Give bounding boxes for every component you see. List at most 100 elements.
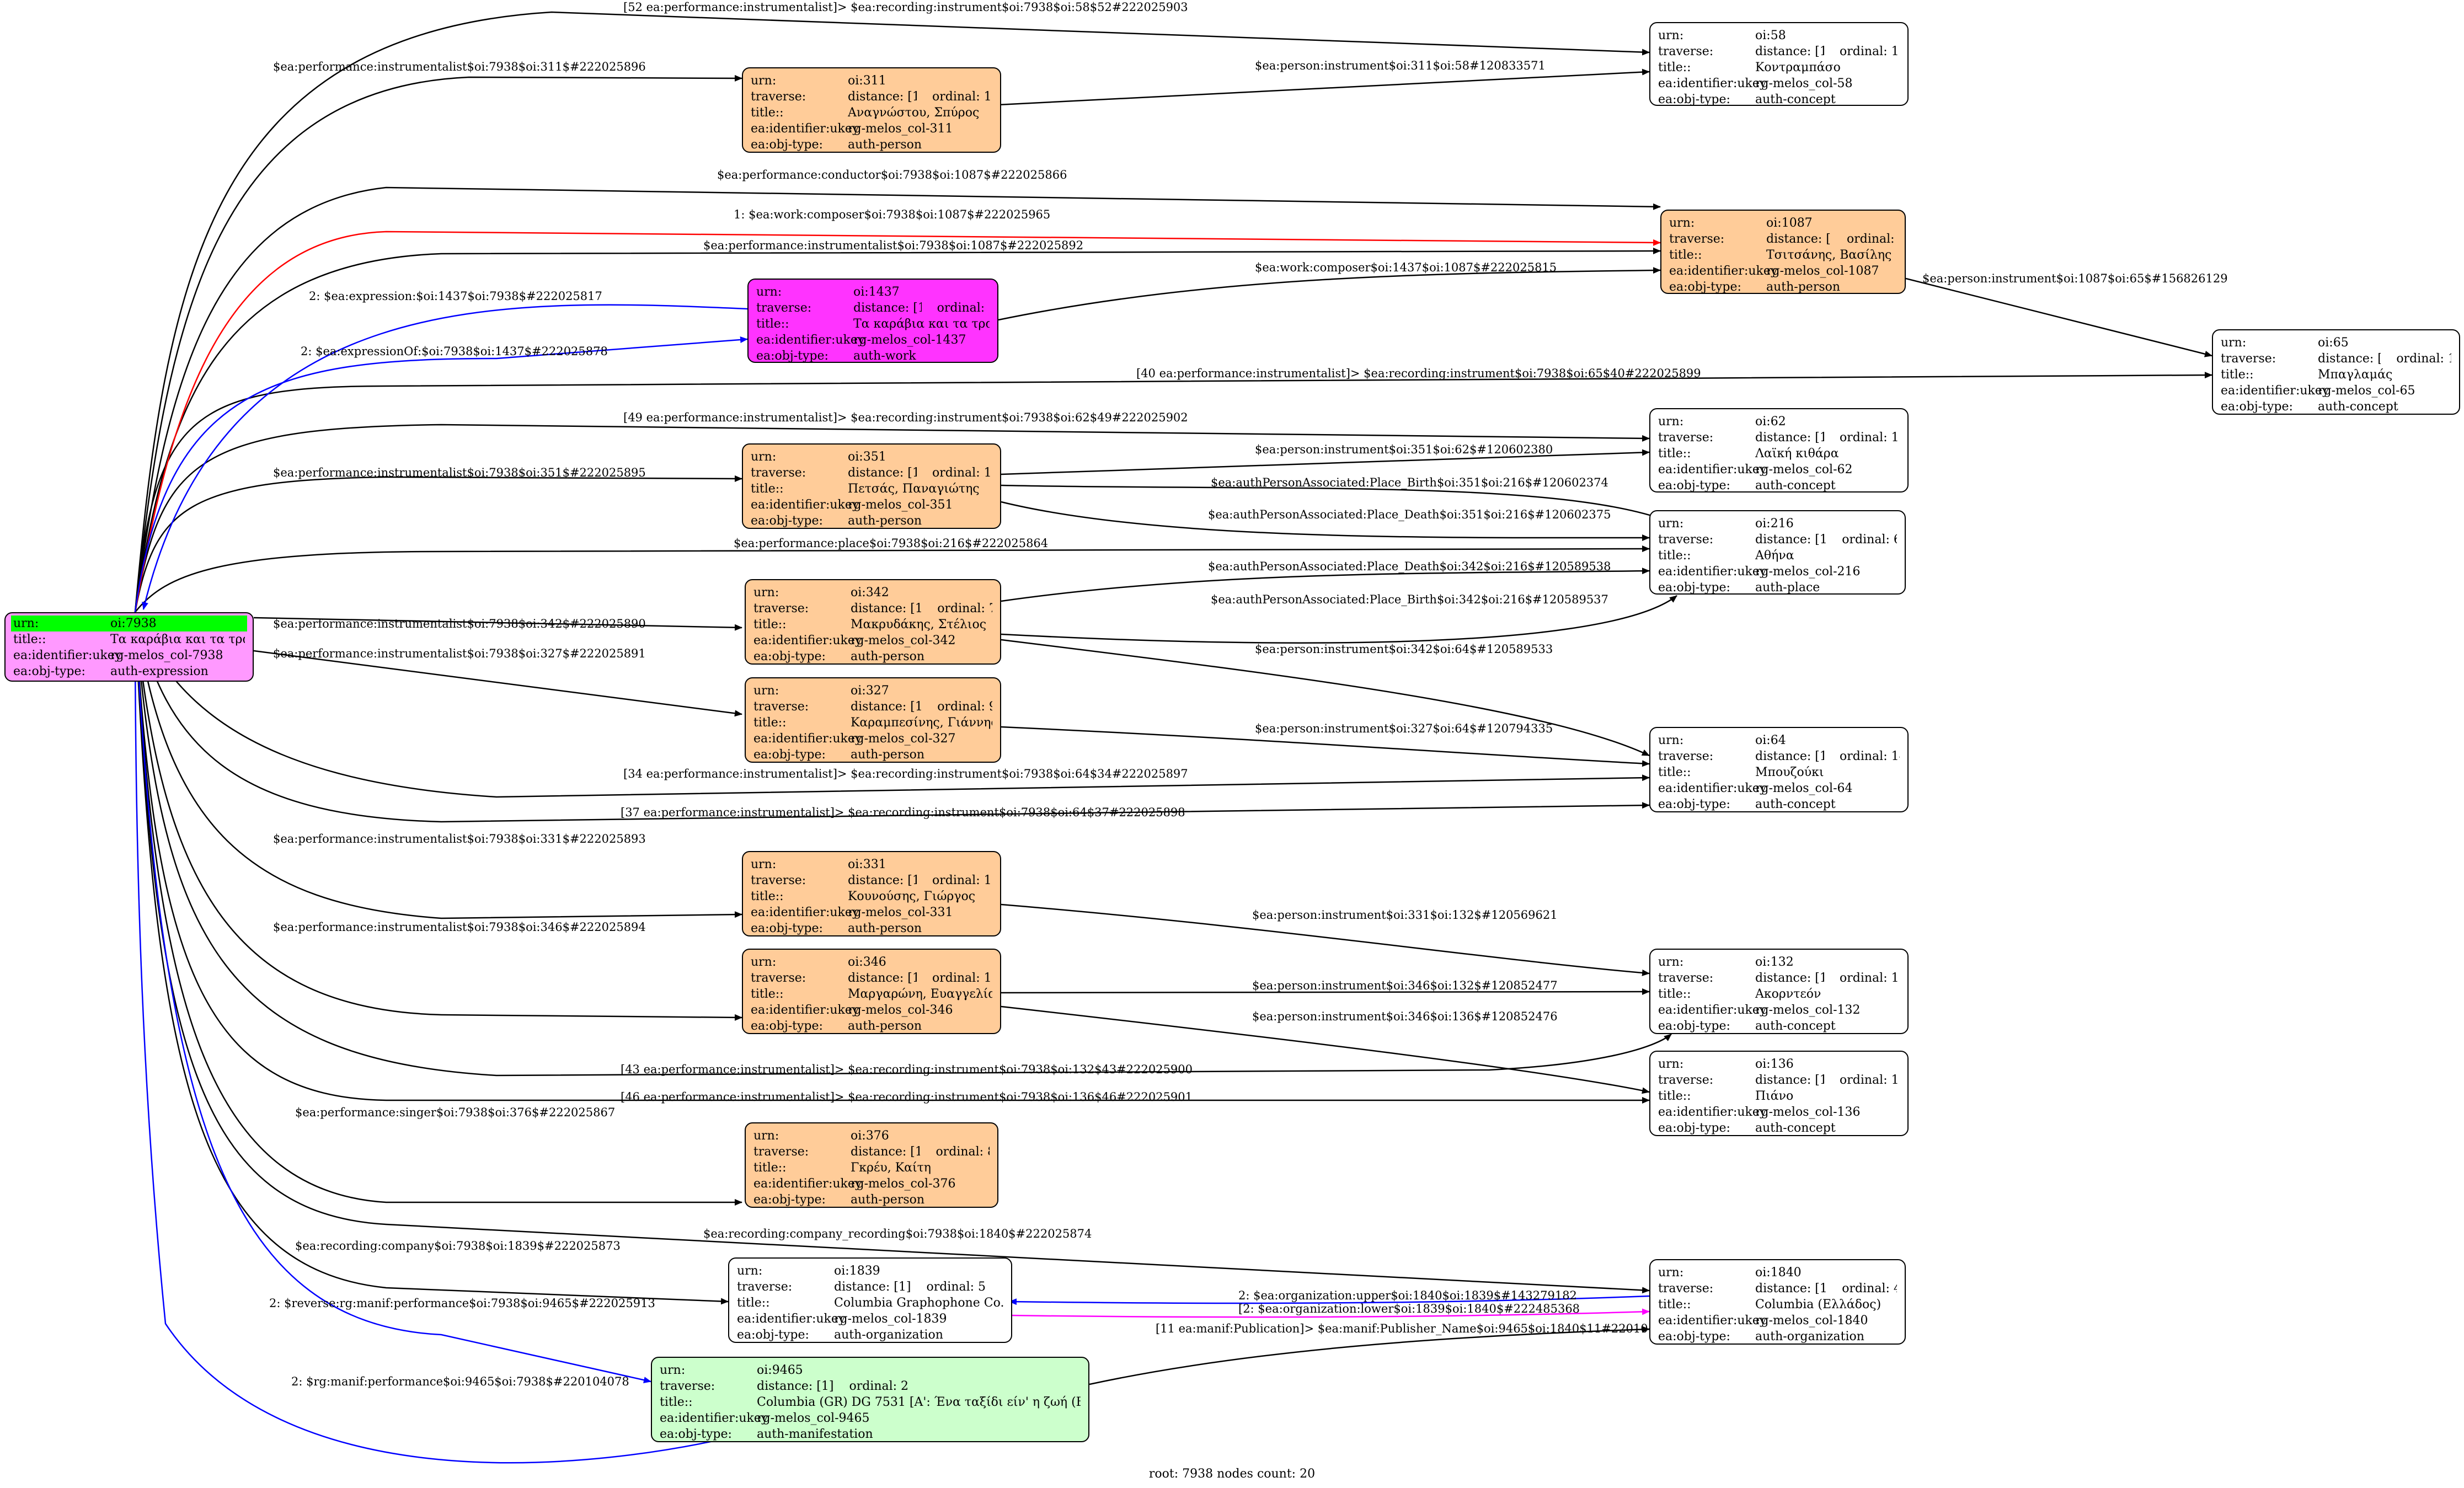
urn-value: oi:376 <box>851 1129 889 1143</box>
distance-value: distance: [1] <box>834 1280 911 1294</box>
edge-line-1437-1087 <box>998 267 1661 321</box>
field-key: title:: <box>1658 1298 1691 1312</box>
field-key: traverse: <box>751 874 806 887</box>
edge-label: 2: $ea:expression:$oi:1437$oi:7938$#2220… <box>309 290 602 303</box>
field-key: ea:identifier:ukey <box>751 122 859 136</box>
field-key: ea:obj-type: <box>1658 1121 1730 1135</box>
title-value: Αθήνα <box>1755 549 1794 563</box>
edge-line-311-58 <box>998 68 1650 106</box>
field-key: ea:identifier:ukey <box>660 1411 768 1425</box>
ukey-value: rg-melos_col-376 <box>851 1177 956 1191</box>
distance-value: distance: [1] <box>851 1145 921 1159</box>
edge-label: $ea:performance:singer$oi:7938$oi:376$#2… <box>295 1106 615 1119</box>
field-key: title:: <box>737 1296 770 1310</box>
ukey-value: rg-melos_col-1840 <box>1755 1314 1868 1328</box>
edge-line-327-64 <box>1001 726 1650 767</box>
edge-line-342-birth <box>1001 595 1677 644</box>
ukey-value: rg-melos_col-7938 <box>110 649 223 662</box>
edge-label: $ea:recording:company$oi:7938$oi:1839$#2… <box>295 1239 621 1253</box>
field-key: ea:identifier:ukey <box>1658 565 1767 579</box>
title-value: Τσιτσάνης, Βασίλης <box>1766 248 1892 262</box>
edge-line-58 <box>134 11 1650 613</box>
edge-label: $ea:performance:instrumentalist$oi:7938$… <box>273 466 646 479</box>
field-key: traverse: <box>2221 352 2276 366</box>
edge-line-1840 <box>134 612 1650 1294</box>
edge-label: $ea:person:instrument$oi:346$oi:132$#120… <box>1252 979 1558 992</box>
ukey-value: rg-melos_col-331 <box>848 906 953 919</box>
field-key: ea:obj-type: <box>1658 581 1730 595</box>
title-value: Καραμπεσίνης, Γιάννης <box>851 716 992 730</box>
edge-label: $ea:authPersonAssociated:Place_Birth$oi:… <box>1211 593 1608 606</box>
edge-label: 2: $rg:manif:performance$oi:9465$oi:7938… <box>291 1375 629 1388</box>
edge-label: [46 ea:performance:instrumentalist]> $ea… <box>621 1090 1193 1104</box>
edge-line-instr1087 <box>134 248 1661 613</box>
field-key: ea:obj-type: <box>2221 400 2293 414</box>
title-value: Λαϊκή κιθάρα <box>1755 447 1839 461</box>
field-key: ea:identifier:ukey <box>753 1177 862 1191</box>
type-value: auth-manifestation <box>757 1427 873 1441</box>
field-key: traverse: <box>753 700 809 714</box>
title-value: Τα καράβια και τα τραίνα <box>853 317 990 331</box>
field-key: ea:obj-type: <box>753 1193 826 1207</box>
edge-label: 2: $ea:expressionOf:$oi:7938$oi:1437$#22… <box>301 345 608 358</box>
edge-label: [11 ea:manif:Publication]> $ea:manif:Pub… <box>1156 1322 1677 1335</box>
type-value: auth-person <box>851 650 925 663</box>
edge-label: $ea:performance:instrumentalist$oi:7938$… <box>273 647 646 660</box>
edge-label: $ea:authPersonAssociated:Place_Birth$oi:… <box>1211 476 1608 489</box>
edge-line-136 <box>134 612 1650 1104</box>
edge-line-place <box>135 545 1650 613</box>
field-key: title:: <box>753 716 787 730</box>
node-7938[interactable]: urn:oi:7938 title::Τα καράβια και τα τρα… <box>4 612 254 682</box>
title-value: Columbia (Ελλάδος) <box>1755 1298 1882 1312</box>
type-value: auth-concept <box>1755 1019 1836 1033</box>
edge-label: $ea:performance:instrumentalist$oi:7938$… <box>273 920 646 934</box>
urn-value: oi:1437 <box>853 285 900 299</box>
ukey-value: rg-melos_col-216 <box>1755 565 1861 579</box>
distance-value: distance: [1] <box>1766 232 1831 246</box>
field-key: urn: <box>756 285 782 299</box>
type-value: auth-person <box>848 922 922 935</box>
ordinal-value: ordinal: 16 <box>1840 971 1900 985</box>
edge-label: $ea:work:composer$oi:1437$oi:1087$#22202… <box>1255 261 1557 274</box>
ordinal-value: ordinal: 2 <box>849 1379 909 1393</box>
title-value: Μακρυδάκης, Στέλιος <box>851 618 987 631</box>
ordinal-value: ordinal: 12 <box>932 466 992 480</box>
ukey-value: rg-melos_col-58 <box>1755 77 1853 90</box>
edge-label: [49 ea:performance:instrumentalist]> $ea… <box>623 411 1188 424</box>
field-key: urn: <box>1669 216 1695 230</box>
distance-value: distance: [1] <box>757 1379 834 1393</box>
ukey-value: rg-melos_col-1839 <box>834 1312 947 1326</box>
urn-value: oi:346 <box>848 955 886 969</box>
urn-value: oi:132 <box>1755 955 1794 969</box>
edge-line-327 <box>253 650 742 717</box>
edge-label: [34 ea:performance:instrumentalist]> $ea… <box>623 767 1188 780</box>
type-value: auth-organization <box>1755 1330 1864 1344</box>
urn-value: oi:1839 <box>834 1264 880 1278</box>
urn-value: oi:62 <box>1755 415 1786 429</box>
edge-line-lower <box>1009 1308 1650 1318</box>
edge-line-reverse <box>134 612 651 1384</box>
field-key: ea:identifier:ukey <box>1658 1105 1767 1119</box>
field-key: traverse: <box>1658 533 1714 547</box>
field-key: traverse: <box>1658 1282 1714 1296</box>
